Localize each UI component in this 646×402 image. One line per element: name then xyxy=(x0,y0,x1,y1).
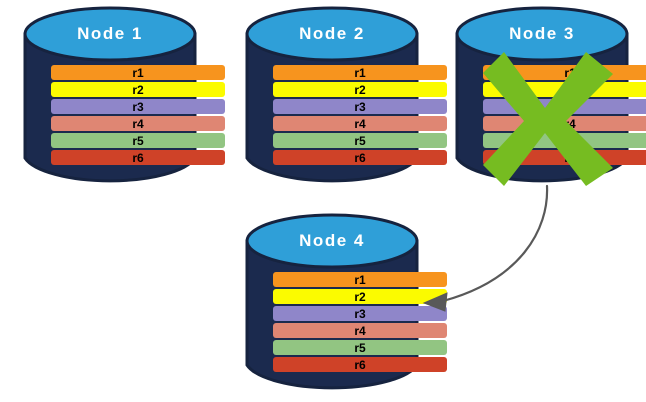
node-4-records: r1 r2 r3 r4 r5 r6 xyxy=(245,272,475,372)
record-r1-label: r1 xyxy=(354,272,366,287)
node-4[interactable]: Node 4 r1 r2 r3 r4 r5 r6 xyxy=(245,212,447,394)
record-r3[interactable]: r3 xyxy=(51,99,225,114)
record-r6-label: r6 xyxy=(132,150,144,165)
record-r1-label: r1 xyxy=(354,65,366,80)
record-r5-label: r5 xyxy=(132,133,144,148)
record-r6[interactable]: r6 xyxy=(51,150,225,165)
record-r1[interactable]: r1 xyxy=(483,65,646,80)
record-r1-label: r1 xyxy=(132,65,144,80)
record-r4[interactable]: r4 xyxy=(273,323,447,338)
record-r2-label: r2 xyxy=(354,289,366,304)
record-r5-label: r5 xyxy=(564,133,576,148)
record-r2-label: r2 xyxy=(564,82,576,97)
record-r5[interactable]: r5 xyxy=(273,133,447,148)
record-r6[interactable]: r6 xyxy=(273,357,447,372)
record-r3-label: r3 xyxy=(354,306,366,321)
record-r5[interactable]: r5 xyxy=(273,340,447,355)
node-2-records: r1 r2 r3 r4 r5 r6 xyxy=(245,65,475,165)
record-r5[interactable]: r5 xyxy=(483,133,646,148)
record-r4[interactable]: r4 xyxy=(273,116,447,131)
record-r2[interactable]: r2 xyxy=(273,82,447,97)
record-r4[interactable]: r4 xyxy=(51,116,225,131)
record-r2-label: r2 xyxy=(354,82,366,97)
node-1-records: r1 r2 r3 r4 r5 r6 xyxy=(23,65,253,165)
node-3-records: r1 r2 r3 r4 r5 r6 xyxy=(455,65,646,165)
record-r6-label: r6 xyxy=(354,150,366,165)
record-r4-label: r4 xyxy=(132,116,144,131)
record-r4[interactable]: r4 xyxy=(483,116,646,131)
record-r1-label: r1 xyxy=(564,65,576,80)
record-r4-label: r4 xyxy=(564,116,576,131)
record-r6[interactable]: r6 xyxy=(483,150,646,165)
record-r4-label: r4 xyxy=(354,323,366,338)
node-2[interactable]: Node 2 r1 r2 r3 r4 r5 r6 xyxy=(245,5,447,187)
record-r2[interactable]: r2 xyxy=(483,82,646,97)
record-r3-label: r3 xyxy=(564,99,576,114)
record-r5[interactable]: r5 xyxy=(51,133,225,148)
record-r6-label: r6 xyxy=(564,150,576,165)
record-r3[interactable]: r3 xyxy=(273,99,447,114)
record-r1[interactable]: r1 xyxy=(51,65,225,80)
record-r2-label: r2 xyxy=(132,82,144,97)
record-r5-label: r5 xyxy=(354,340,366,355)
node-1[interactable]: Node 1 r1 r2 r3 r4 r5 r6 xyxy=(23,5,225,187)
record-r3[interactable]: r3 xyxy=(483,99,646,114)
record-r3[interactable]: r3 xyxy=(273,306,447,321)
record-r6-label: r6 xyxy=(354,357,366,372)
record-r5-label: r5 xyxy=(354,133,366,148)
record-r1[interactable]: r1 xyxy=(273,272,447,287)
record-r6[interactable]: r6 xyxy=(273,150,447,165)
record-r4-label: r4 xyxy=(354,116,366,131)
record-r3-label: r3 xyxy=(132,99,144,114)
record-r3-label: r3 xyxy=(354,99,366,114)
node-3[interactable]: Node 3 r1 r2 r3 r4 r5 r6 xyxy=(455,5,646,187)
record-r2[interactable]: r2 xyxy=(273,289,447,304)
record-r1[interactable]: r1 xyxy=(273,65,447,80)
record-r2[interactable]: r2 xyxy=(51,82,225,97)
